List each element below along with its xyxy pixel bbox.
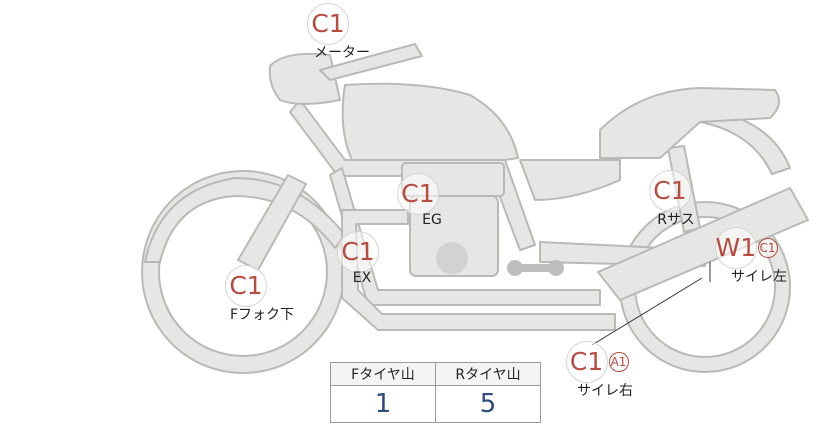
marker-label: Rサス [657,212,695,228]
muffler [597,187,809,301]
damage-code-badge: C1 [648,170,691,212]
damage-code-badge: C1 [565,341,608,383]
fuel-tank [341,82,519,161]
marker-label: サイレ右 [577,383,633,399]
marker-exhaust[interactable]: C1 EX [337,231,379,286]
marker-rear-suspension[interactable]: C1 Rサス [648,170,695,229]
marker-muffler-right[interactable]: C1 A1 サイレ右 [565,341,633,400]
exhaust-pipe [341,209,616,331]
damage-code-badge-small: C1 [757,238,778,258]
marker-label: メーター [314,45,370,61]
damage-code-badge-small: A1 [608,352,629,372]
rear-tire-value: 5 [435,385,541,423]
damage-code-badge: C1 [396,173,439,215]
tire-tread-table: Fタイヤ山 Rタイヤ山 1 5 [330,362,541,423]
leader-line-right [591,277,703,346]
front-tire-header: Fタイヤ山 [330,362,436,386]
marker-label: EG [422,212,442,228]
damage-code-badge: C1 [225,265,267,307]
side-cover [519,159,621,201]
headlight [268,52,341,105]
marker-meter[interactable]: C1 メーター [286,3,370,62]
marker-label: EX [352,270,372,286]
marker-label: Fフォク下 [229,307,295,323]
rear-tire-header: Rタイヤ山 [435,362,541,386]
damage-code-badge: C1 [337,231,379,273]
damage-code-badge: W1 [714,227,757,269]
seat [599,87,780,159]
damage-code-badge: C1 [307,3,349,45]
marker-label: サイレ左 [731,269,787,285]
front-tire-value: 1 [330,385,436,423]
handlebar [319,43,423,81]
frame-downtube [329,167,601,306]
marker-engine[interactable]: C1 EG [394,173,442,228]
marker-front-fork[interactable]: C1 Fフォク下 [225,265,295,324]
marker-muffler-left[interactable]: W1 C1 サイレ左 [714,227,787,286]
footpeg [507,260,564,276]
